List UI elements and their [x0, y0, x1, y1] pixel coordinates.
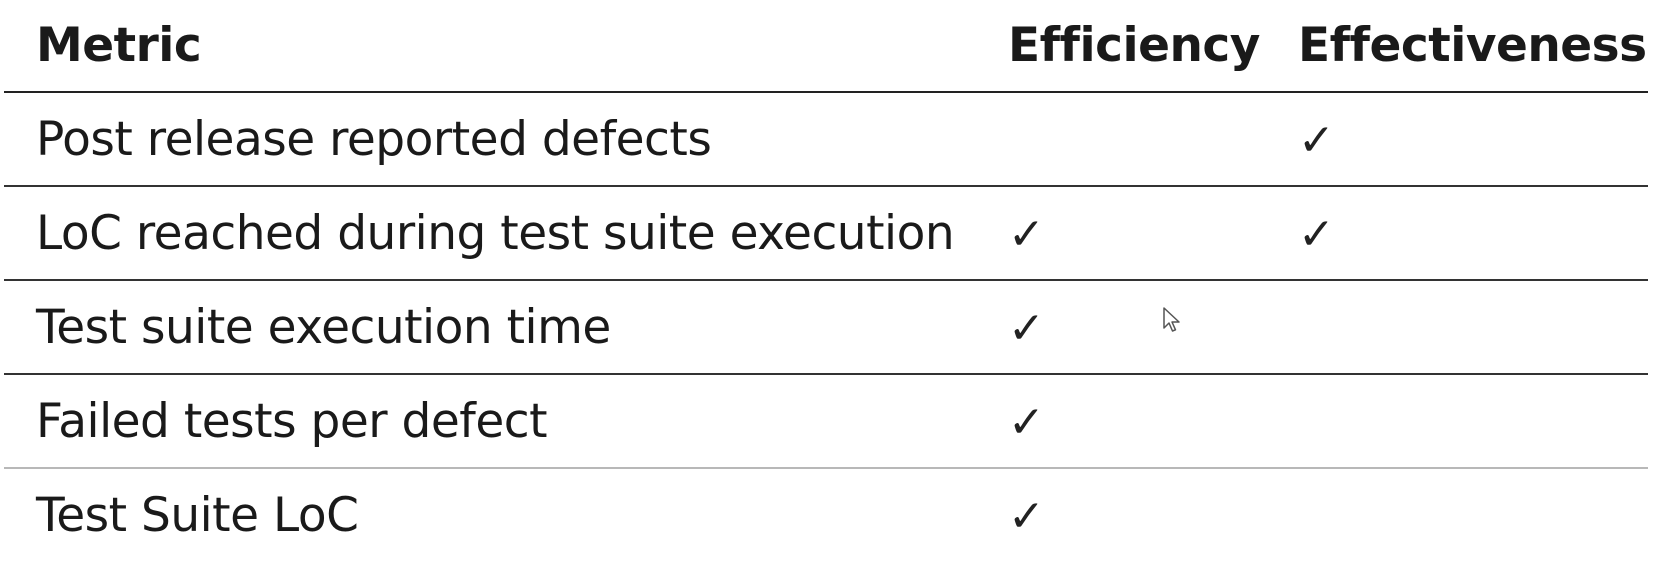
table-row: LoC reached during test suite execution … — [4, 186, 1648, 281]
header-efficiency: Efficiency — [1004, 0, 1294, 93]
effectiveness-cell — [1294, 468, 1648, 561]
effectiveness-cell: ✓ — [1294, 186, 1648, 281]
table-row: Post release reported defects ✓ — [4, 92, 1648, 187]
efficiency-cell: ✓ — [1004, 186, 1294, 281]
check-mark-icon: ✓ — [1298, 208, 1335, 260]
effectiveness-cell: ✓ — [1294, 92, 1648, 187]
efficiency-cell: ✓ — [1004, 374, 1294, 469]
header-metric: Metric — [4, 0, 1004, 93]
check-mark-icon: ✓ — [1298, 114, 1335, 166]
check-mark-icon: ✓ — [1008, 302, 1045, 354]
metric-cell: Test Suite LoC — [36, 487, 359, 543]
metrics-table: Metric Efficiency Effectiveness Post rel… — [4, 0, 1648, 561]
metric-cell: Test suite execution time — [4, 280, 1004, 375]
efficiency-cell: ✓ — [1004, 280, 1294, 375]
efficiency-cell — [1004, 92, 1294, 187]
check-mark-icon: ✓ — [1008, 490, 1045, 542]
table-header-row: Metric Efficiency Effectiveness — [4, 0, 1648, 93]
check-mark-icon: ✓ — [1008, 396, 1045, 448]
effectiveness-cell — [1294, 374, 1648, 469]
table-row: Failed tests per defect ✓ — [4, 374, 1648, 469]
metric-cell: Post release reported defects — [4, 92, 1004, 187]
metric-cell: LoC reached during test suite execution — [4, 186, 1004, 281]
effectiveness-cell — [1294, 280, 1648, 375]
header-effectiveness: Effectiveness — [1294, 0, 1648, 93]
efficiency-cell: ✓ — [1004, 468, 1294, 561]
table-row: Test Suite LoC ✓ — [4, 468, 1648, 561]
check-mark-icon: ✓ — [1008, 208, 1045, 260]
table-row: Test suite execution time ✓ — [4, 280, 1648, 375]
metric-cell: Failed tests per defect — [4, 374, 1004, 469]
mouse-pointer-icon — [1163, 307, 1180, 332]
